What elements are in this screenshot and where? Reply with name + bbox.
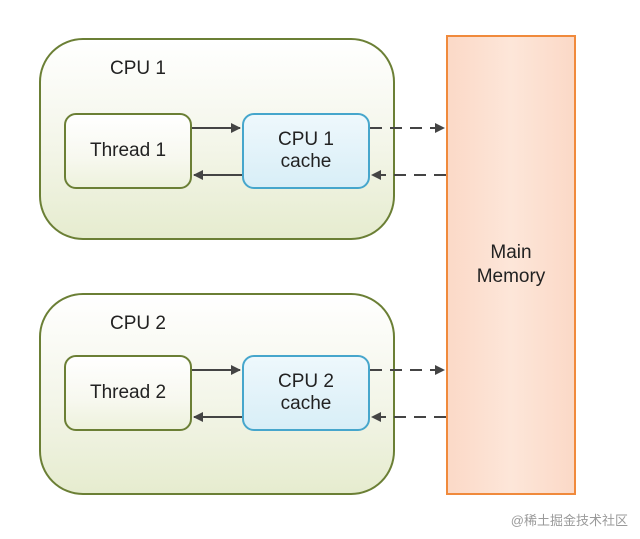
main-memory-box: Main Memory [446,35,576,495]
thread2-box: Thread 2 [64,355,192,431]
watermark: @稀土掘金技术社区 [510,513,628,528]
cpu2-label: CPU 2 [110,313,166,334]
cpu1-cache-label-line2: cache [280,151,332,172]
main-memory-label-line2: Memory [476,266,546,287]
thread2-label: Thread 2 [89,382,167,403]
cpu2-cache-label-line1: CPU 2 [278,371,334,392]
thread1-label: Thread 1 [89,140,167,161]
cpu1-cache-box: CPU 1 cache [242,113,370,189]
cpu2-cache-label-line2: cache [280,393,332,414]
cpu1-label: CPU 1 [110,58,166,79]
main-memory-label-line1: Main [490,242,532,263]
thread1-box: Thread 1 [64,113,192,189]
cpu1-cache-label-line1: CPU 1 [278,129,334,150]
cpu2-cache-box: CPU 2 cache [242,355,370,431]
